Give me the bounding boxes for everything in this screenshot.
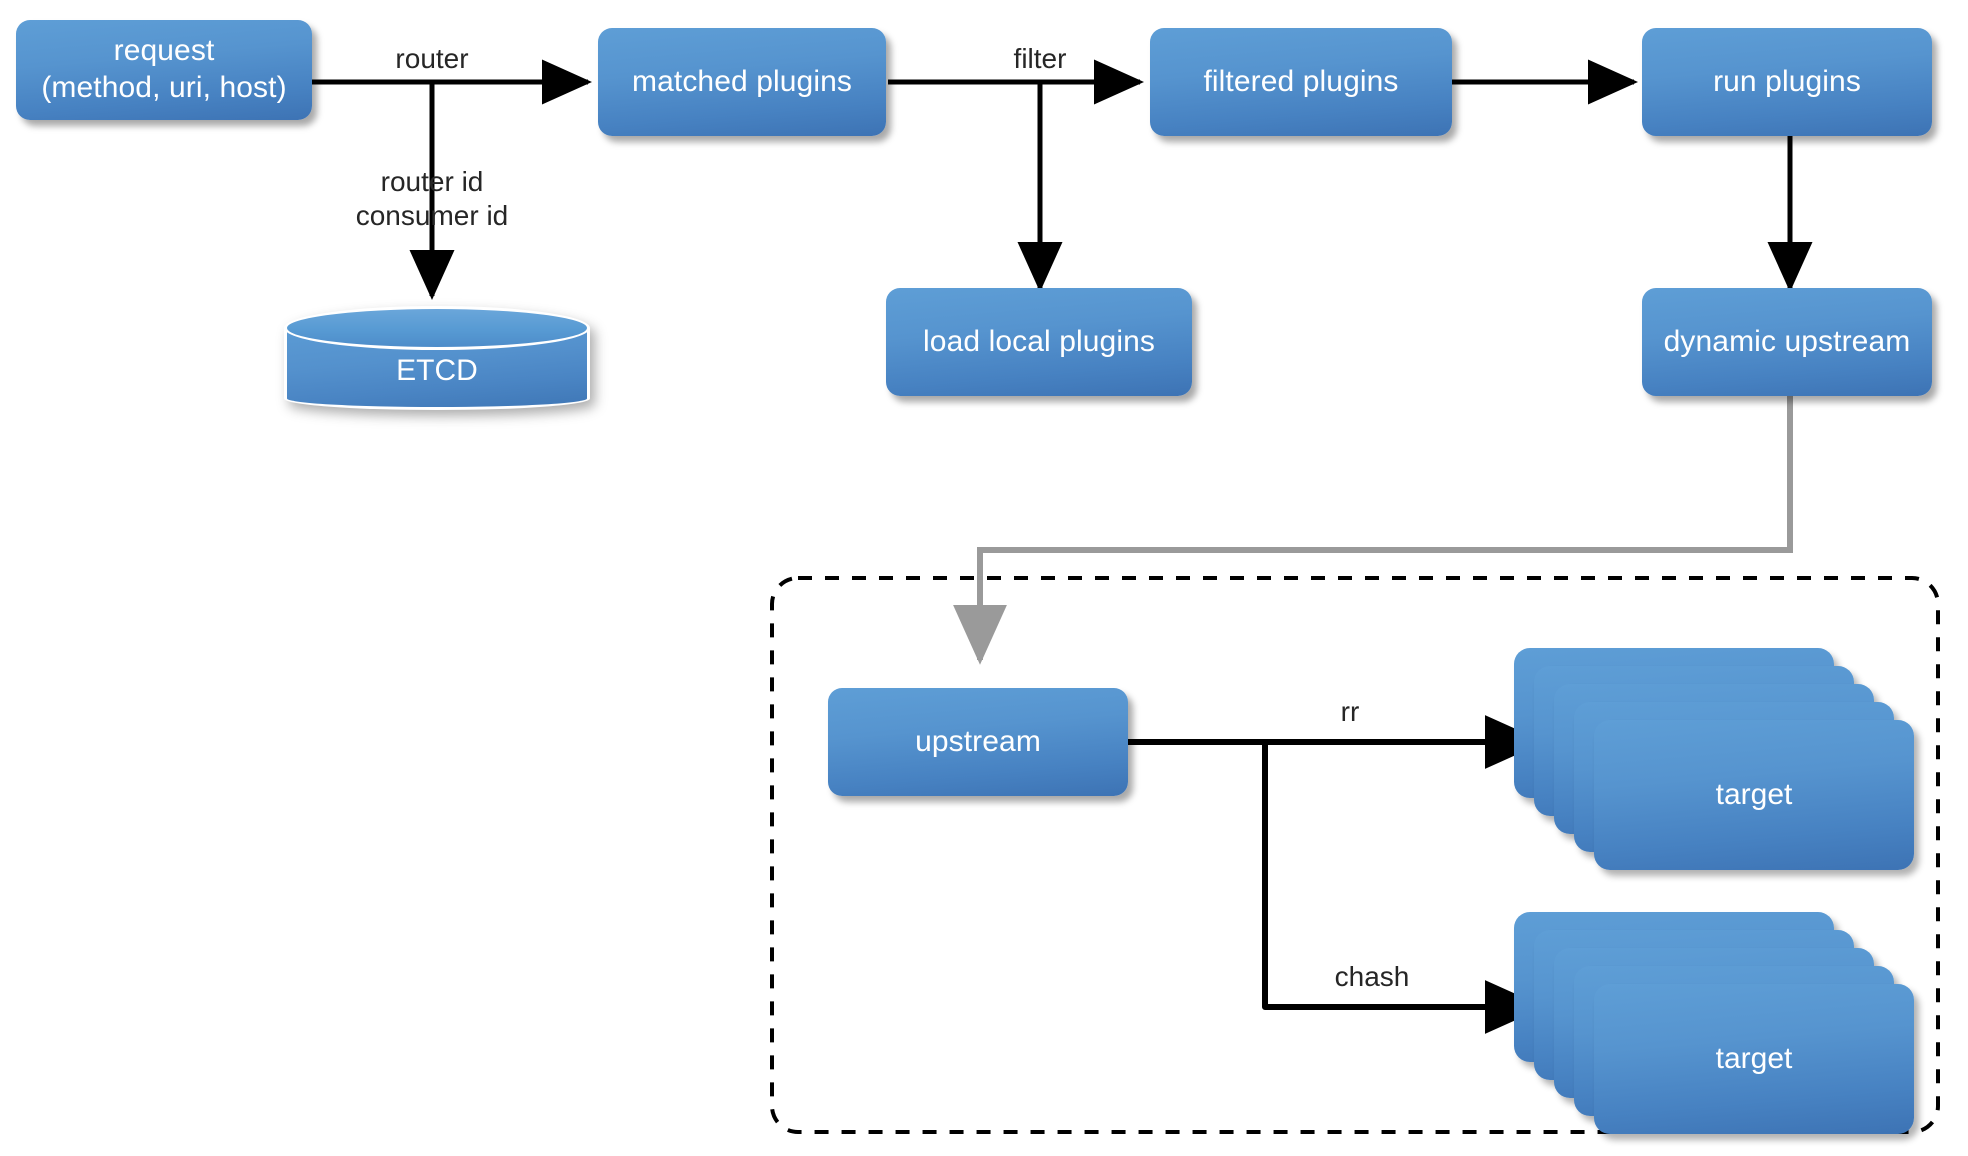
edge-label-router-consumer-id: router id consumer id	[355, 166, 509, 232]
etcd-label: ETCD	[396, 353, 478, 387]
node-request[interactable]: request (method, uri, host)	[16, 20, 312, 120]
node-target-rr[interactable]: target	[1514, 648, 1914, 870]
node-load-local-plugins[interactable]: load local plugins	[886, 288, 1192, 396]
edge-label-filter: filter	[1013, 43, 1067, 74]
target-chash-sheet-1: target	[1594, 984, 1914, 1134]
node-run-plugins[interactable]: run plugins	[1642, 28, 1932, 136]
node-matched-plugins[interactable]: matched plugins	[598, 28, 886, 136]
node-upstream[interactable]: upstream	[828, 688, 1128, 796]
edge-label-rr: rr	[1340, 696, 1360, 727]
node-target-chash[interactable]: target	[1514, 912, 1914, 1134]
edge-dynamic-to-upstream	[953, 396, 1793, 665]
node-filtered-plugins[interactable]: filtered plugins	[1150, 28, 1452, 136]
target-rr-sheet-1: target	[1594, 720, 1914, 870]
node-etcd[interactable]: ETCD	[284, 306, 590, 410]
edge-label-chash: chash	[1334, 961, 1410, 992]
etcd-cylinder-top	[284, 306, 590, 350]
node-dynamic-upstream[interactable]: dynamic upstream	[1642, 288, 1932, 396]
edge-label-router: router	[395, 43, 469, 74]
